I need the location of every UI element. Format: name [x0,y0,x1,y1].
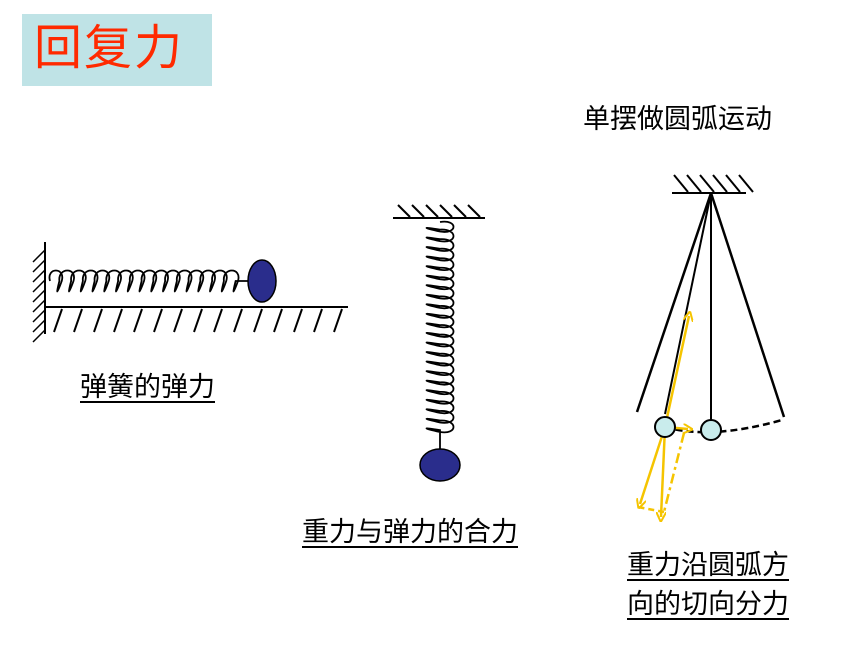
pendulum-extreme-right [709,192,786,418]
hatch-mark [32,289,46,303]
hatch-mark [73,308,83,333]
hatch-mark [32,279,46,293]
hatch-mark [173,308,183,333]
horizontal-spring-label: 弹簧的弹力 [80,372,215,403]
gravity-dashed-line [662,432,686,513]
pendulum-force-label-line2: 向的切向分力 [627,589,789,620]
hatch-mark [333,308,343,333]
pendulum-description-label: 单摆做圆弧运动 [583,104,772,135]
pendulum-ceiling-hatching [673,174,754,193]
horizontal-spring [48,269,248,293]
floor-hatching [53,308,343,333]
hatch-mark [113,308,123,333]
hatch-mark [213,308,223,333]
hatch-mark [453,204,467,218]
hatch-mark [673,174,689,193]
hatch-mark [193,308,203,333]
hatch-mark [32,269,46,283]
pendulum-bob-rest [700,419,722,441]
hatch-mark [699,174,715,193]
hatch-mark [738,174,754,193]
wall-hatching [32,249,46,343]
hatch-mark [439,204,453,218]
hatch-mark [233,308,243,333]
horizontal-spring-system [32,242,348,343]
pendulum-force-label-line1: 重力沿圆弧方 [627,550,789,581]
hatch-mark [53,308,63,333]
tension-arrow [663,316,689,428]
hatch-mark [32,309,46,323]
vertical-ball [419,448,461,482]
hatch-mark [32,319,46,333]
gravity-arrow [661,426,667,517]
pendulum-extreme-left [635,192,713,413]
hatch-mark [293,308,303,333]
hatch-mark [133,308,143,333]
title-box: 回复力 [22,14,212,86]
hatch-mark [397,204,411,218]
pendulum-bob-displaced [654,416,676,438]
hatch-mark [725,174,741,193]
hatch-mark [93,308,103,333]
hatch-mark [153,308,163,333]
vertical-spring-label: 重力与弹力的合力 [302,517,518,548]
hatch-mark [32,249,46,263]
ceiling-hatching [397,204,481,218]
hatch-mark [32,259,46,273]
page-title: 回复力 [34,20,185,76]
pendulum-string-displaced [664,192,712,415]
hatch-mark [273,308,283,333]
hatch-mark [411,204,425,218]
hatch-mark [467,204,481,218]
vertical-spring [425,220,455,450]
hatch-mark [253,308,263,333]
hatch-mark [32,299,46,313]
horizontal-ball [247,259,277,303]
tangential-force-arrow [640,426,667,504]
hatch-mark [425,204,439,218]
pendulum-arc [664,418,783,434]
pendulum-system [635,174,786,517]
hatch-mark [32,329,46,343]
hatch-mark [313,308,323,333]
hatch-mark [686,174,702,193]
hatch-mark [712,174,728,193]
vertical-spring-system [393,204,485,482]
